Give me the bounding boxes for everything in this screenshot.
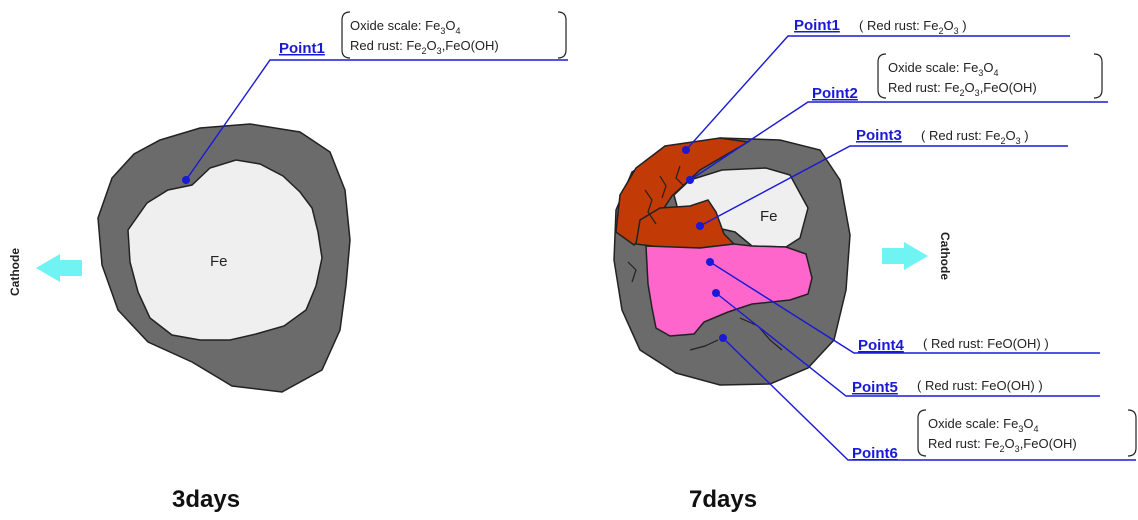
right-point5-text: ( Red rust: FeO(OH) )	[917, 378, 1043, 393]
cathode-arrow-left	[36, 254, 82, 282]
bracket-close-left-point1	[558, 12, 566, 58]
caption-left: 3days	[172, 486, 240, 513]
right-point1-label: Point1	[794, 17, 840, 34]
fe-label-right: Fe	[760, 208, 778, 225]
fe-label-left: Fe	[210, 253, 228, 270]
marker-right-point4	[706, 258, 714, 266]
marker-left-point1	[182, 176, 190, 184]
right-point4-label: Point4	[858, 337, 904, 354]
cathode-label-left: Cathode	[8, 248, 22, 296]
right-point4-text: ( Red rust: FeO(OH) )	[923, 336, 1049, 351]
bracket-open-right-point2	[878, 54, 886, 98]
right-panel: Fe Cathode Point1 ( Red rust: Fe2O3 ) Po…	[614, 17, 1136, 513]
right-point6-oxide-text: Oxide scale: Fe3O4	[928, 416, 1038, 434]
cathode-arrow-right	[882, 242, 928, 270]
bracket-open-right-point6	[918, 410, 926, 456]
right-point3-label: Point3	[856, 127, 902, 144]
right-point2-label: Point2	[812, 85, 858, 102]
right-point3-text: ( Red rust: Fe2O3 )	[921, 128, 1029, 146]
bracket-close-right-point6	[1128, 410, 1136, 456]
right-point5-label: Point5	[852, 379, 898, 396]
marker-right-point2	[686, 176, 694, 184]
bracket-close-right-point2	[1094, 54, 1102, 98]
left-point1-label: Point1	[279, 40, 325, 57]
right-point2-oxide-text: Oxide scale: Fe3O4	[888, 60, 998, 78]
caption-right: 7days	[689, 486, 757, 513]
right-point6-rust-text: Red rust: Fe2O3,FeO(OH)	[928, 436, 1077, 454]
left-panel: Fe Cathode Point1 Oxide scale: Fe3O4 Red…	[8, 12, 568, 513]
marker-right-point1	[682, 146, 690, 154]
cathode-label-right: Cathode	[938, 232, 952, 280]
bracket-open-left-point1	[342, 12, 350, 58]
left-point1-rust-text: Red rust: Fe2O3,FeO(OH)	[350, 38, 499, 56]
right-point2-rust-text: Red rust: Fe2O3,FeO(OH)	[888, 80, 1037, 98]
right-point1-text: ( Red rust: Fe2O3 )	[859, 18, 967, 36]
marker-right-point6	[719, 334, 727, 342]
marker-right-point5	[712, 289, 720, 297]
left-point1-oxide-text: Oxide scale: Fe3O4	[350, 18, 460, 36]
marker-right-point3	[696, 222, 704, 230]
right-point6-label: Point6	[852, 445, 898, 462]
